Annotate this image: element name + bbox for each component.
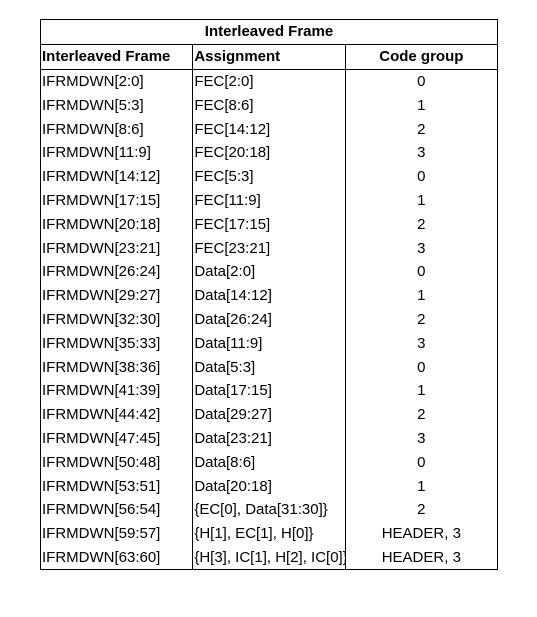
- cell-interleaved-frame: IFRMDWN[26:24]: [39, 259, 194, 284]
- cell-assignment: Data[20:18]: [192, 474, 346, 498]
- cell-assignment: Data[29:27]: [192, 402, 346, 427]
- cell-code-group: 0: [344, 69, 499, 94]
- cell-assignment: Data[8:6]: [192, 450, 346, 475]
- cell-interleaved-frame: IFRMDWN[63:60]: [39, 545, 194, 571]
- cell-interleaved-frame: IFRMDWN[59:57]: [39, 521, 194, 546]
- column-header-code-group: Code group: [344, 43, 499, 70]
- table-row: IFRMDWN[35:33]Data[11:9]3: [39, 331, 499, 356]
- table-row: IFRMDWN[26:24]Data[2:0]0: [39, 259, 499, 284]
- cell-interleaved-frame: IFRMDWN[2:0]: [39, 69, 194, 94]
- table-row: IFRMDWN[17:15]FEC[11:9]1: [39, 188, 499, 213]
- cell-interleaved-frame: IFRMDWN[53:51]: [39, 474, 194, 498]
- cell-interleaved-frame: IFRMDWN[29:27]: [39, 283, 194, 308]
- cell-code-group: 3: [344, 236, 499, 260]
- cell-code-group: 1: [344, 93, 499, 118]
- table-row: IFRMDWN[38:36]Data[5:3]0: [39, 355, 499, 379]
- table-row: IFRMDWN[50:48]Data[8:6]0: [39, 450, 499, 475]
- table-row: IFRMDWN[47:45]Data[23:21]3: [39, 426, 499, 451]
- table-row: IFRMDWN[23:21]FEC[23:21]3: [39, 236, 499, 260]
- cell-interleaved-frame: IFRMDWN[44:42]: [39, 402, 194, 427]
- cell-assignment: Data[2:0]: [192, 259, 346, 284]
- cell-code-group: 2: [344, 307, 499, 332]
- cell-code-group: 3: [344, 426, 499, 451]
- table-row: IFRMDWN[20:18]FEC[17:15]2: [39, 212, 499, 237]
- table-row: IFRMDWN[8:6]FEC[14:12]2: [39, 117, 499, 141]
- table-row: IFRMDWN[32:30]Data[26:24]2: [39, 307, 499, 332]
- table-row: IFRMDWN[2:0]FEC[2:0]0: [39, 69, 499, 94]
- cell-assignment: FEC[20:18]: [192, 140, 346, 165]
- column-header-assignment: Assignment: [192, 43, 346, 70]
- cell-interleaved-frame: IFRMDWN[5:3]: [39, 93, 194, 118]
- cell-assignment: FEC[23:21]: [192, 236, 346, 260]
- cell-interleaved-frame: IFRMDWN[32:30]: [39, 307, 194, 332]
- cell-assignment: Data[5:3]: [192, 355, 346, 379]
- cell-interleaved-frame: IFRMDWN[38:36]: [39, 355, 194, 379]
- column-header-interleaved-frame: Interleaved Frame: [39, 43, 194, 70]
- cell-code-group: 0: [344, 164, 499, 189]
- table-row: IFRMDWN[5:3]FEC[8:6]1: [39, 93, 499, 118]
- cell-assignment: {EC[0], Data[31:30]}: [192, 497, 346, 522]
- cell-code-group: 0: [344, 355, 499, 379]
- table-row: IFRMDWN[41:39]Data[17:15]1: [39, 378, 499, 403]
- cell-assignment: FEC[8:6]: [192, 93, 346, 118]
- table-row: IFRMDWN[56:54]{EC[0], Data[31:30]}2: [39, 497, 499, 522]
- cell-interleaved-frame: IFRMDWN[17:15]: [39, 188, 194, 213]
- cell-code-group: 3: [344, 140, 499, 165]
- cell-interleaved-frame: IFRMDWN[35:33]: [39, 331, 194, 356]
- cell-assignment: FEC[5:3]: [192, 164, 346, 189]
- cell-assignment: {H[3], IC[1], H[2], IC[0]}: [192, 545, 346, 571]
- cell-code-group: 1: [344, 378, 499, 403]
- table-row: IFRMDWN[63:60]{H[3], IC[1], H[2], IC[0]}…: [39, 545, 499, 571]
- cell-assignment: FEC[17:15]: [192, 212, 346, 237]
- cell-code-group: 2: [344, 497, 499, 522]
- cell-interleaved-frame: IFRMDWN[20:18]: [39, 212, 194, 237]
- cell-code-group: HEADER, 3: [344, 545, 499, 571]
- cell-code-group: 0: [344, 450, 499, 475]
- cell-code-group: 1: [344, 188, 499, 213]
- cell-code-group: 2: [344, 212, 499, 237]
- cell-interleaved-frame: IFRMDWN[23:21]: [39, 236, 194, 260]
- table-row: IFRMDWN[44:42]Data[29:27]2: [39, 402, 499, 427]
- cell-code-group: 0: [344, 259, 499, 284]
- cell-assignment: FEC[2:0]: [192, 69, 346, 94]
- table-row: IFRMDWN[11:9]FEC[20:18]3: [39, 140, 499, 165]
- cell-assignment: Data[14:12]: [192, 283, 346, 308]
- cell-code-group: 1: [344, 283, 499, 308]
- cell-assignment: Data[17:15]: [192, 378, 346, 403]
- cell-assignment: Data[23:21]: [192, 426, 346, 451]
- cell-interleaved-frame: IFRMDWN[56:54]: [39, 497, 194, 522]
- cell-interleaved-frame: IFRMDWN[8:6]: [39, 117, 194, 141]
- cell-interleaved-frame: IFRMDWN[50:48]: [39, 450, 194, 475]
- cell-assignment: FEC[14:12]: [192, 117, 346, 141]
- cell-assignment: FEC[11:9]: [192, 188, 346, 213]
- cell-code-group: 1: [344, 474, 499, 498]
- table-row: IFRMDWN[29:27]Data[14:12]1: [39, 283, 499, 308]
- cell-interleaved-frame: IFRMDWN[14:12]: [39, 164, 194, 189]
- interleaved-frame-table: Interleaved Frame Interleaved Frame Assi…: [39, 19, 499, 571]
- cell-code-group: 2: [344, 117, 499, 141]
- cell-assignment: {H[1], EC[1], H[0]}: [192, 521, 346, 546]
- table-row: IFRMDWN[53:51]Data[20:18]1: [39, 474, 499, 498]
- cell-interleaved-frame: IFRMDWN[11:9]: [39, 140, 194, 165]
- cell-assignment: Data[11:9]: [192, 331, 346, 356]
- cell-code-group: HEADER, 3: [344, 521, 499, 546]
- table-row: IFRMDWN[59:57]{H[1], EC[1], H[0]}HEADER,…: [39, 521, 499, 546]
- cell-code-group: 3: [344, 331, 499, 356]
- cell-assignment: Data[26:24]: [192, 307, 346, 332]
- cell-interleaved-frame: IFRMDWN[47:45]: [39, 426, 194, 451]
- cell-interleaved-frame: IFRMDWN[41:39]: [39, 378, 194, 403]
- cell-code-group: 2: [344, 402, 499, 427]
- table-title: Interleaved Frame: [40, 19, 498, 45]
- table-row: IFRMDWN[14:12]FEC[5:3]0: [39, 164, 499, 189]
